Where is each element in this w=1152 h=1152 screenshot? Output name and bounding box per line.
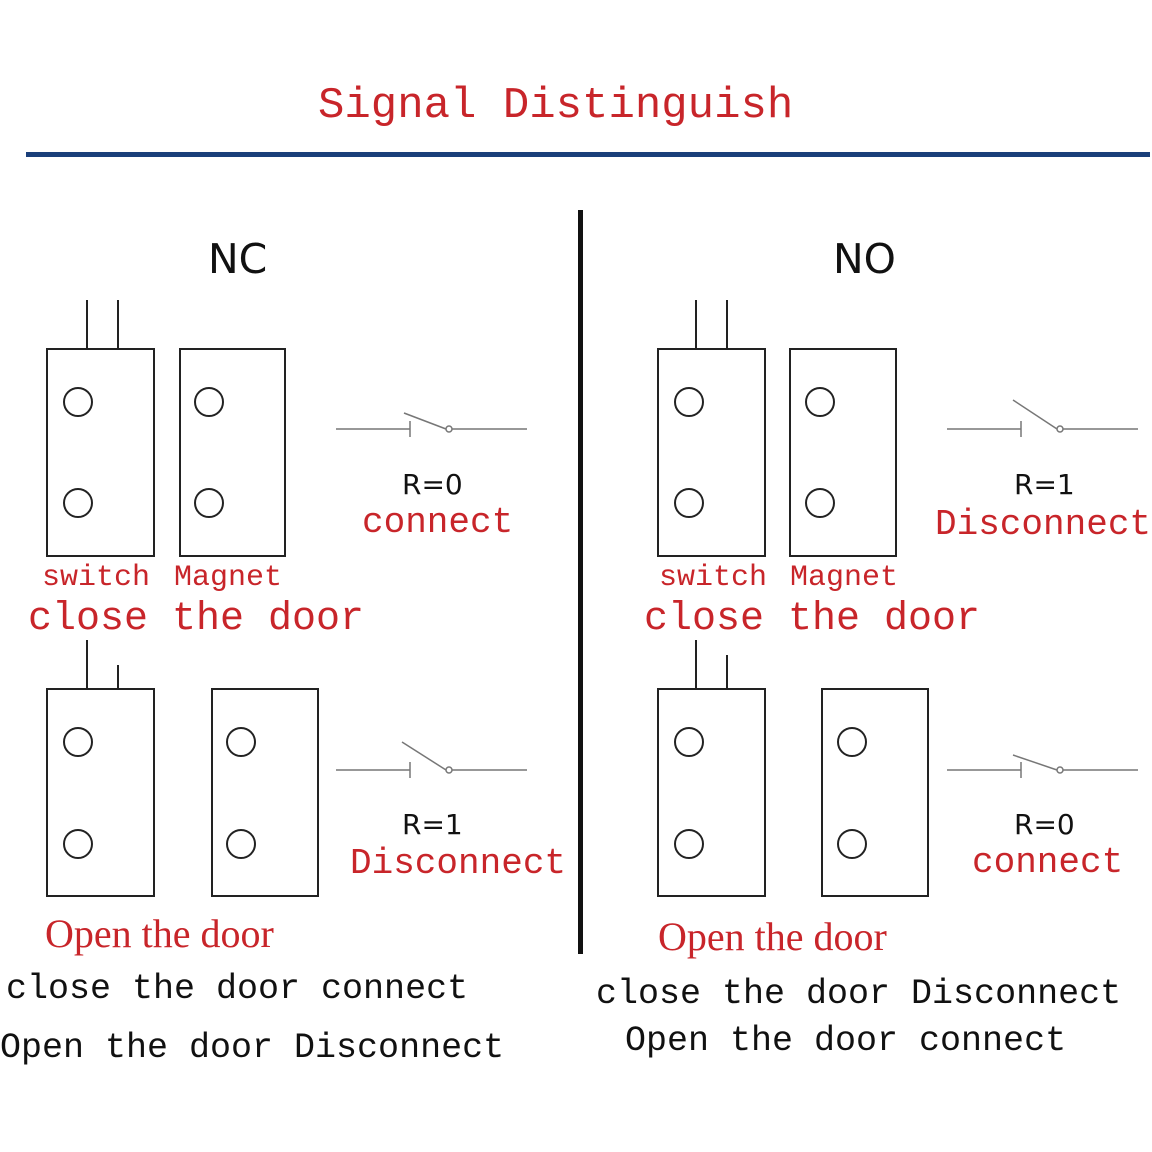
no-switch-label: switch (659, 561, 768, 595)
nc-closed-magnet-body (179, 348, 286, 557)
no-closed-switch-body (657, 300, 766, 557)
no-magnet-label: Magnet (790, 561, 899, 595)
nc-open-caption: Open the door (45, 911, 274, 956)
nc-magnet-label: Magnet (174, 561, 283, 595)
nc-closed-switch-body (46, 300, 155, 557)
nc-open-magnet-body (211, 688, 319, 897)
no-summary-close: close the door Disconnect (596, 974, 1122, 1014)
no-open-state: connect (972, 842, 1124, 883)
no-open-resistance: R=0 (1014, 808, 1075, 841)
no-closed-magnet-body (789, 348, 897, 557)
nc-closed-resistance: R=0 (402, 468, 463, 501)
no-closed-caption: close the door (644, 597, 981, 642)
center-divider (578, 210, 583, 954)
nc-switch-label: switch (42, 561, 151, 595)
no-open-magnet-body (821, 688, 929, 897)
nc-closed-caption: close the door (28, 597, 365, 642)
no-closed-resistance: R=1 (1014, 468, 1075, 501)
nc-open-resistance: R=1 (402, 808, 463, 841)
nc-heading: NC (208, 235, 268, 283)
no-closed-state: Disconnect (935, 504, 1152, 545)
nc-closed-state: connect (362, 502, 514, 543)
no-open-caption: Open the door (658, 914, 887, 959)
nc-open-switch-symbol (336, 741, 527, 778)
no-summary-open: Open the door connect (625, 1021, 1067, 1061)
page-title: Signal Distinguish (318, 81, 794, 131)
no-heading: NO (833, 235, 896, 283)
nc-open-switch-body (46, 640, 155, 897)
header-rule (26, 152, 1150, 157)
no-open-switch-symbol (947, 754, 1138, 778)
nc-summary-close: close the door connect (6, 969, 469, 1009)
nc-open-state: Disconnect (350, 843, 567, 884)
no-open-switch-body (657, 640, 766, 897)
nc-summary-open: Open the door Disconnect (0, 1028, 505, 1068)
no-closed-switch-symbol (947, 399, 1138, 437)
nc-closed-switch-symbol (336, 412, 527, 437)
